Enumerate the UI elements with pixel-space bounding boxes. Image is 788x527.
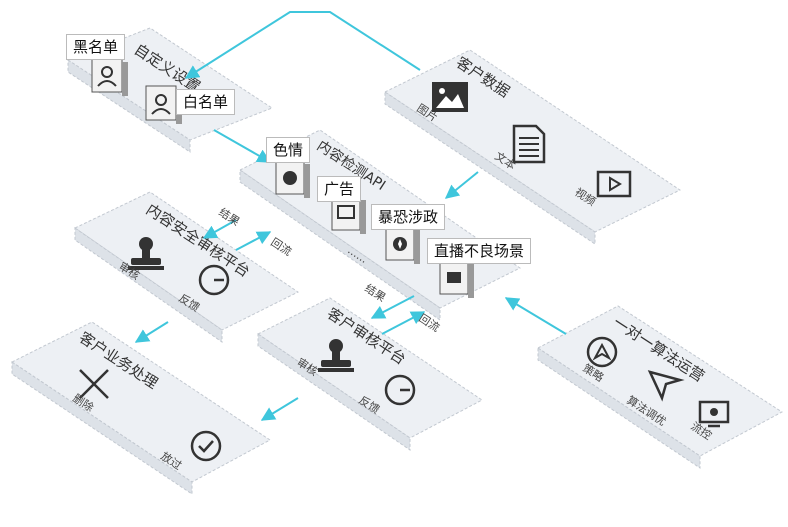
flow-control-icon — [698, 400, 730, 428]
arrow-csp-to-business — [134, 321, 169, 343]
terror-politics-tag: 暴恐涉政 — [371, 204, 446, 230]
panel-content-security-platform: 内容安全审核平台 — [74, 191, 299, 343]
stamp-icon — [318, 339, 354, 372]
image-icon — [432, 82, 468, 112]
feedback-icon — [198, 264, 230, 296]
arrow-api-result-1 — [202, 219, 237, 239]
arrow-api-result-2 — [370, 295, 415, 319]
stamp-icon — [128, 237, 164, 270]
live-bad-scene-tag: 直播不良场景 — [427, 238, 532, 264]
delete-icon — [79, 369, 109, 399]
approve-icon — [190, 430, 222, 462]
blacklist-block-icon — [91, 57, 128, 96]
arrow-data-to-settings — [184, 11, 421, 79]
panel-customer-business: 客户业务处理 — [11, 321, 271, 495]
arrow-api-return-1 — [235, 231, 272, 251]
tuning-icon — [647, 370, 685, 402]
arrow-cap-to-business — [260, 397, 299, 421]
strategy-icon — [586, 336, 618, 368]
panel-customer-audit-platform: 客户审核平台 — [257, 297, 483, 451]
document-icon — [512, 124, 546, 164]
result-label-1: 结果 — [216, 206, 242, 229]
ads-tag: 广告 — [317, 176, 362, 202]
blacklist-tag: 黑名单 — [66, 34, 126, 60]
arrow-ops-to-api — [504, 297, 567, 335]
arrow-data-to-api — [444, 171, 479, 199]
live-block-icon — [439, 259, 474, 298]
whitelist-tag: 白名单 — [176, 89, 236, 115]
video-icon — [596, 170, 632, 198]
panel-algorithm-ops: 一对一算法运营 — [537, 305, 783, 469]
arrow-api-return-2 — [381, 311, 426, 335]
porn-block-icon — [275, 159, 310, 198]
arrow-settings-to-api — [213, 129, 272, 163]
porn-tag: 色情 — [266, 137, 311, 163]
return-label-1: 回流 — [268, 235, 294, 259]
connectors — [134, 11, 567, 421]
result-label-2: 结果 — [362, 282, 388, 305]
feedback-icon — [384, 374, 416, 406]
terror-block-icon — [385, 225, 420, 264]
